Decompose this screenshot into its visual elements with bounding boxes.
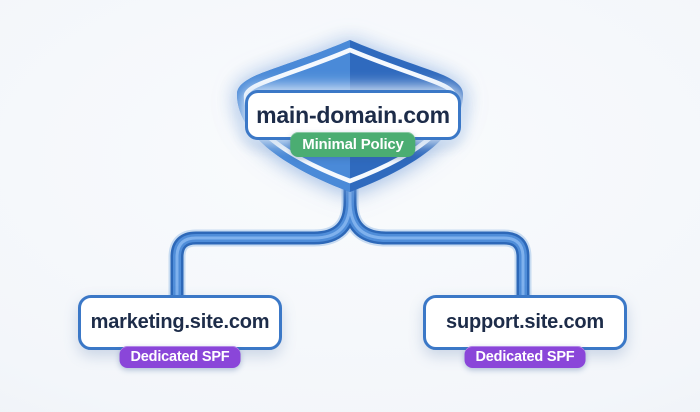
minimal-policy-badge: Minimal Policy <box>290 132 416 157</box>
node-main-domain: main-domain.com Minimal Policy <box>245 90 461 157</box>
node-marketing-subdomain: marketing.site.com Dedicated SPF <box>78 295 282 368</box>
dedicated-spf-badge-left: Dedicated SPF <box>119 346 241 368</box>
connector-lines <box>168 176 532 302</box>
node-support-subdomain: support.site.com Dedicated SPF <box>423 295 627 368</box>
support-domain-label: support.site.com <box>446 311 604 333</box>
dedicated-spf-badge-right: Dedicated SPF <box>464 346 586 368</box>
marketing-domain-label: marketing.site.com <box>90 311 270 333</box>
connector-left-highlight <box>175 176 352 302</box>
connector-right-highlight <box>348 176 525 302</box>
shield-inner-outline <box>243 47 457 184</box>
main-domain-label: main-domain.com <box>256 101 450 128</box>
